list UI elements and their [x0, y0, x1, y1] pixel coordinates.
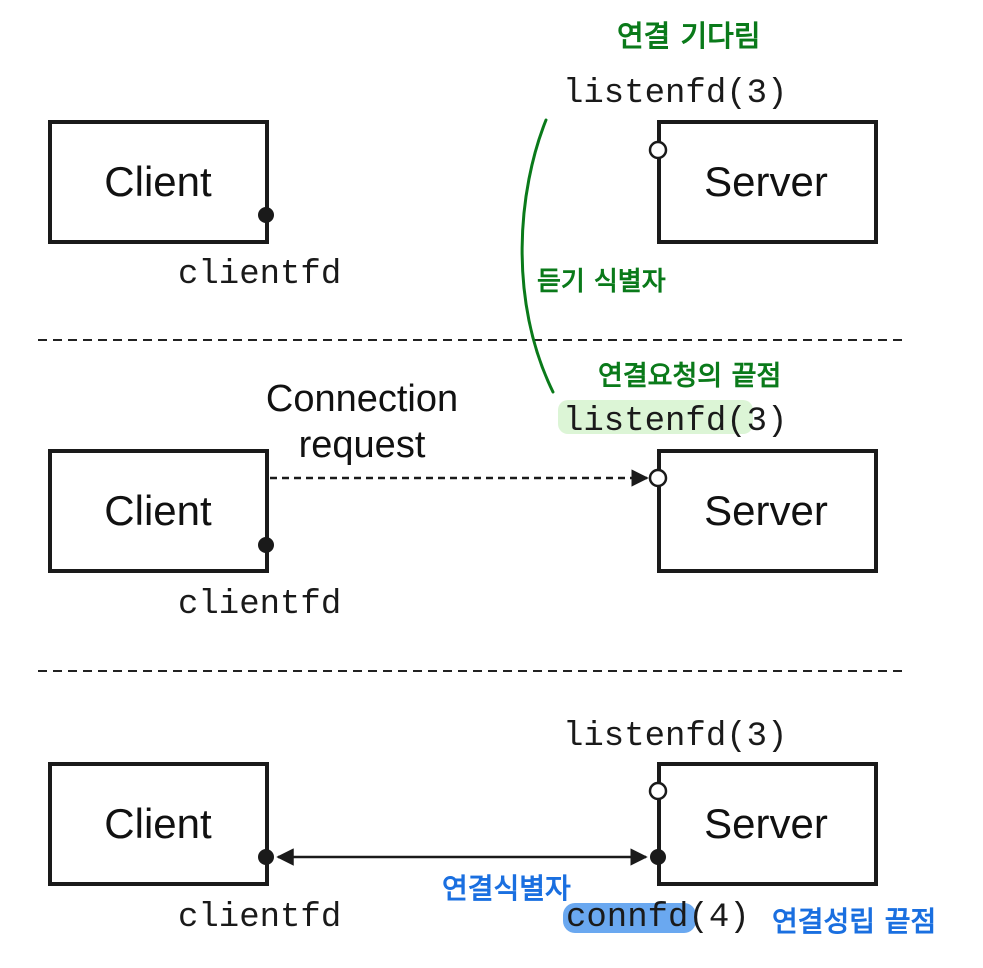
annotation-connection-established-endpoint: 연결성립 끝점 — [772, 905, 936, 938]
connected-socket-dot — [650, 849, 666, 865]
connection-request-label-line2: request — [299, 424, 426, 466]
annotation-waiting-connection: 연결 기다림 — [617, 19, 761, 53]
client-box — [48, 762, 269, 886]
panel-3: Client clientfd Server listenfd(3) connf… — [48, 718, 878, 937]
annotation-connected-descriptor: 연결식별자 — [442, 872, 571, 905]
clientfd-label: clientfd — [178, 256, 341, 294]
listen-socket-dot — [648, 140, 668, 160]
listenfd-name: listenfd — [563, 403, 726, 441]
connection-request-label-line1: Connection — [266, 378, 458, 420]
client-socket-dot — [258, 849, 274, 865]
connfd-number: (4) — [688, 899, 749, 937]
listen-socket-dot — [648, 781, 668, 801]
panel-2: Client clientfd Server listenfd(3) Conne… — [48, 378, 878, 624]
panel-1: Client clientfd Server listenfd(3) — [48, 75, 878, 294]
client-box — [48, 449, 269, 573]
clientfd-label: clientfd — [178, 899, 341, 937]
connfd-highlight — [563, 903, 696, 933]
connfd-name: connfd — [566, 899, 688, 937]
listenfd-highlight — [558, 400, 753, 434]
server-label: Server — [704, 800, 828, 847]
annotation-connection-request-endpoint: 연결요청의 끝점 — [598, 361, 781, 392]
client-box — [48, 120, 269, 244]
listen-socket-dot — [648, 468, 668, 488]
server-label: Server — [704, 158, 828, 205]
listenfd-number: (3) — [726, 403, 787, 441]
server-box — [657, 120, 878, 244]
client-socket-dot — [258, 207, 274, 223]
client-socket-dot — [258, 537, 274, 553]
listenfd-label: listenfd(3) — [563, 718, 787, 756]
client-label: Client — [104, 158, 212, 205]
server-box — [657, 762, 878, 886]
listenfd-label: listenfd(3) — [563, 75, 787, 113]
listening-bracket-curve — [520, 118, 555, 394]
client-label: Client — [104, 800, 212, 847]
client-label: Client — [104, 487, 212, 534]
listenfd-label: listenfd(3) — [563, 403, 787, 441]
connfd-label: connfd(4) — [566, 899, 750, 937]
annotation-listening-descriptor: 듣기 식별자 — [537, 267, 666, 297]
server-box — [657, 449, 878, 573]
clientfd-label: clientfd — [178, 586, 341, 624]
server-label: Server — [704, 487, 828, 534]
